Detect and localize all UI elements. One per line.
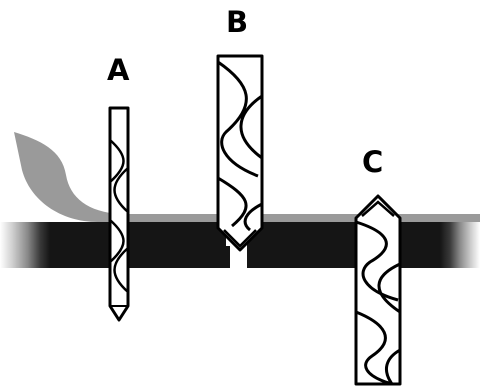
label-b: B xyxy=(226,5,248,39)
drill-bit-b xyxy=(216,54,264,252)
workpiece-board xyxy=(0,222,480,268)
drill-bit-c xyxy=(354,194,402,386)
label-a: A xyxy=(107,53,130,87)
peeled-veneer xyxy=(14,132,480,222)
drill-bit-a xyxy=(108,106,130,322)
label-c: C xyxy=(362,145,383,179)
